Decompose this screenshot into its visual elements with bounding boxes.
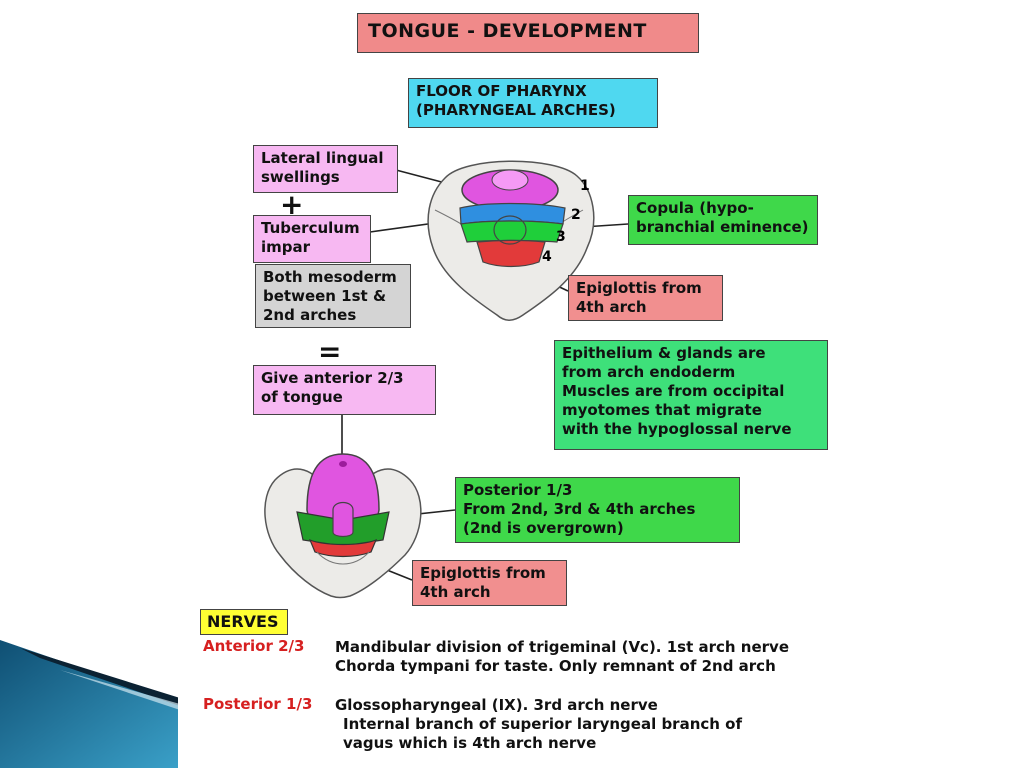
epithelium-muscles-note: Epithelium & glands are from arch endode… [554,340,828,450]
posterior-nerve-line-2: Internal branch of superior laryngeal br… [343,715,743,733]
arch-number-4: 4 [542,249,552,265]
nerves-heading: NERVES [200,609,288,635]
equals-symbol: = [318,335,342,368]
epiglottis-label-lower: Epiglottis from 4th arch [412,560,567,606]
posterior-nerve-line-3: vagus which is 4th arch nerve [343,734,597,752]
arch-number-3: 3 [556,229,566,245]
anterior-nerve-label: Anterior 2/3 [203,637,305,655]
arch-number-1: 1 [580,178,590,194]
posterior-nerve-line-1: Glossopharyngeal (IX). 3rd arch nerve [335,696,658,714]
posterior-nerve-label: Posterior 1/3 [203,695,313,713]
epiglottis-label-upper: Epiglottis from 4th arch [568,275,723,321]
anterior-nerve-line-2: Chorda tympani for taste. Only remnant o… [335,657,776,675]
posterior-one-third-label: Posterior 1/3 From 2nd, 3rd & 4th arches… [455,477,740,543]
plus-symbol: + [280,188,304,221]
floor-of-pharynx-label: FLOOR OF PHARYNX (PHARYNGEAL ARCHES) [408,78,658,128]
page-title: TONGUE - DEVELOPMENT [357,13,699,53]
arch-number-2: 2 [571,207,581,223]
anterior-nerve-line-1: Mandibular division of trigeminal (Vc). … [335,638,789,656]
pharyngeal-floor-illustration [427,160,595,321]
copula-label: Copula (hypo- branchial eminence) [628,195,818,245]
tuberculum-impar-label: Tuberculum impar [253,215,371,263]
mesoderm-label: Both mesoderm between 1st & 2nd arches [255,264,411,328]
lateral-lingual-swellings-label: Lateral lingual swellings [253,145,398,193]
anterior-two-thirds-label: Give anterior 2/3 of tongue [253,365,436,415]
developed-tongue-illustration [264,453,422,599]
slide-accent-decoration [0,640,180,768]
